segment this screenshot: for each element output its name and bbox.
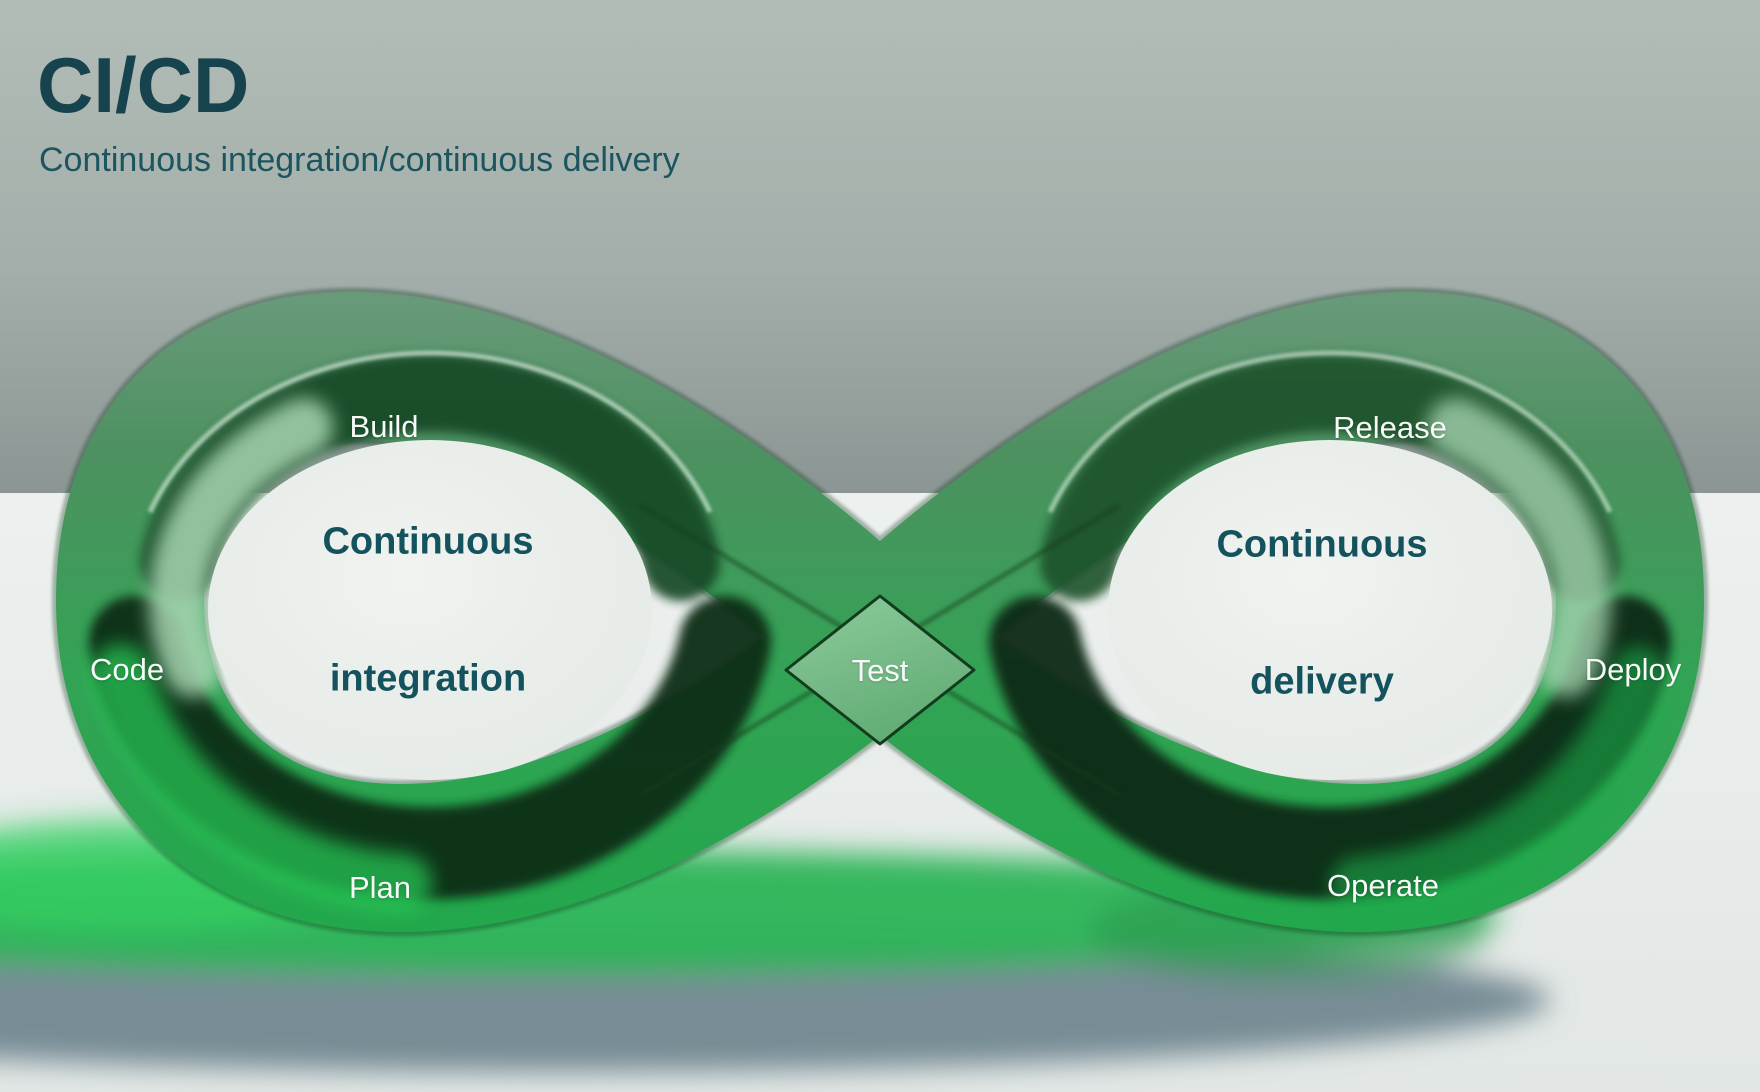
page-title: CI/CD	[37, 41, 250, 129]
center-test-diamond	[784, 594, 976, 746]
left-loop-gloss-line	[147, 350, 713, 514]
stage-label-release: Release	[1333, 410, 1447, 445]
right-loop-gloss-line	[1047, 350, 1613, 514]
left-loop-mint-highlight	[149, 398, 333, 697]
page-subtitle: Continuous integration/continuous delive…	[39, 141, 680, 179]
right-loop-title: Continuous delivery	[1216, 432, 1427, 797]
left-loop-title: Continuous integration	[322, 429, 533, 794]
right-loop-title-line2: delivery	[1250, 660, 1394, 703]
left-loop-title-line2: integration	[329, 657, 527, 700]
stage-label-operate: Operate	[1326, 868, 1440, 903]
right-loop-hole	[1108, 440, 1552, 780]
left-loop-title-line1: Continuous	[322, 520, 534, 563]
stage-label-plan: Plan	[348, 870, 412, 905]
stage-label-build: Build	[349, 409, 419, 444]
stage-label-test: Test	[851, 653, 909, 688]
left-loop-green-glow	[91, 644, 432, 914]
right-loop-green-glow	[1330, 646, 1667, 912]
right-loop-title-line1: Continuous	[1216, 523, 1428, 566]
stage-label-code: Code	[89, 652, 165, 687]
left-loop-hole	[208, 440, 652, 780]
right-loop-mint-highlight	[1427, 398, 1611, 697]
stage-label-deploy: Deploy	[1584, 652, 1682, 687]
